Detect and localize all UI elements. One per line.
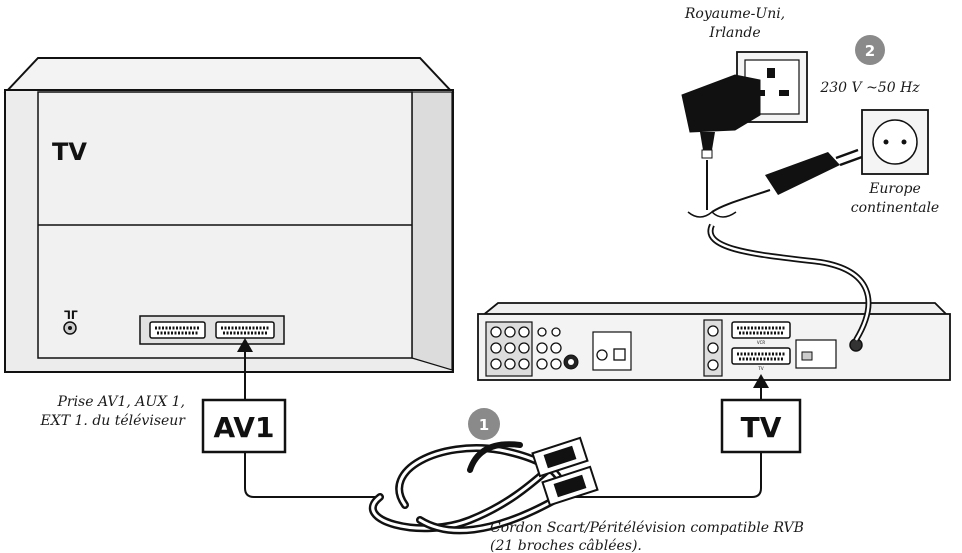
scart-tv-label: TV — [757, 366, 763, 371]
uk-plug — [681, 74, 761, 159]
tv-side — [411, 91, 453, 371]
eu-label-line1: Europe — [868, 181, 921, 197]
tv-screen-label: TV — [52, 138, 87, 166]
tv-socket-caption-line1: Prise AV1, AUX 1, — [56, 394, 185, 410]
scart-plug-top — [531, 436, 589, 478]
arrow-up-av1 — [237, 338, 253, 352]
arrow-up-tv — [753, 374, 769, 388]
av-jacks — [490, 326, 562, 370]
eu-plug — [765, 148, 863, 195]
av1-label: AV1 — [214, 411, 275, 444]
coaxial-jack — [596, 349, 608, 361]
av1-box — [201, 398, 287, 454]
recorder-scart-vcr — [731, 321, 791, 339]
power-cord — [687, 160, 872, 342]
antenna-socket: ᒣᒥ — [63, 309, 78, 335]
optical-jack — [613, 348, 626, 361]
tv-socket-caption-line2: EXT 1. du téléviseur — [40, 413, 187, 429]
scart-vcr-label: VCR — [757, 340, 766, 345]
eu-label-line2: continentale — [851, 200, 939, 216]
television: TV ᒣᒥ — [3, 57, 455, 373]
svideo-jack — [563, 354, 579, 370]
recorder-scart-tv — [731, 347, 791, 365]
uk-label-line1: Royaume-Uni, — [684, 6, 785, 22]
tv-output-box — [720, 398, 802, 454]
step-1-number: 1 — [479, 416, 489, 434]
step-2-number: 2 — [865, 42, 875, 60]
cable-caption-line1: Cordon Scart/Péritélévision compatible R… — [490, 520, 804, 536]
tv-output-label: TV — [741, 411, 782, 444]
rgb-switch — [801, 351, 813, 361]
cable-caption-line2: (21 broches câblées). — [490, 538, 642, 553]
step-2-badge — [855, 35, 885, 65]
scart-plug-bottom — [541, 465, 599, 507]
scart-cable-left — [244, 350, 380, 498]
tv-scart-socket-2 — [215, 321, 275, 339]
aux-jacks — [707, 325, 719, 371]
voltage-label: 230 V ~50 Hz — [819, 80, 920, 96]
coiled-scart-cable — [368, 441, 564, 535]
dvd-recorder: VCR TV — [477, 302, 951, 381]
tv-top-bevel — [3, 57, 455, 93]
power-input-socket — [849, 338, 863, 352]
svg-text:ᒣᒥ: ᒣᒥ — [64, 309, 78, 322]
tv-scart-socket-1 — [149, 321, 206, 339]
eu-wall-socket — [861, 109, 929, 175]
uk-label-line2: Irlande — [708, 25, 760, 41]
step-1-badge — [468, 408, 500, 440]
